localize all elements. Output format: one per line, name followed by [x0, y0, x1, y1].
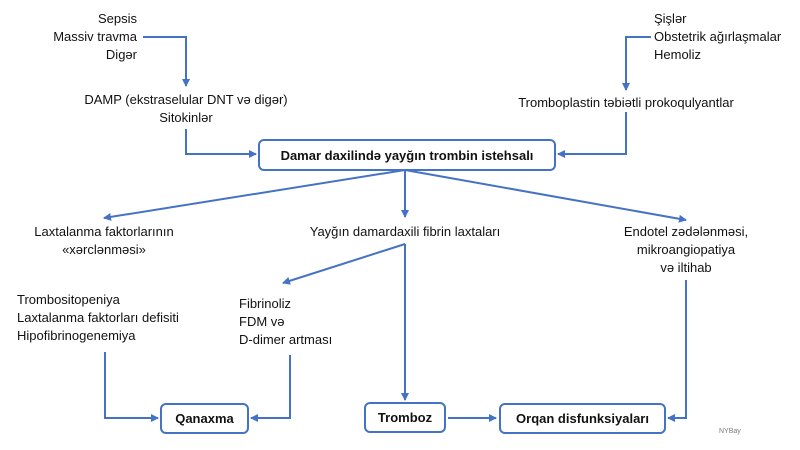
- cause-other: Digər: [105, 47, 137, 62]
- endothelial-line-3: və iltihab: [660, 260, 712, 275]
- consumption-line-1: Laxtalanma faktorlarının: [34, 224, 174, 239]
- effect-thrombocytopenia: Trombositopeniya: [17, 292, 120, 307]
- cause-obstetric: Obstetrik ağırlaşmalar: [654, 29, 782, 44]
- mediators: DAMP (ekstraselular DNT və digər) Sitoki…: [66, 91, 306, 127]
- fibrinolysis-line-3: D-dimer artması: [239, 332, 333, 347]
- fibrinolysis-line-2: FDM və: [239, 314, 285, 329]
- arrow-central-to-endothelial: [404, 169, 687, 223]
- effect-hypofibrinogenemia: Hipofibrinogenemiya: [17, 328, 136, 343]
- arrow-procoagulants-to-central: [557, 112, 627, 158]
- endothelial-line-1: Endotel zədələnməsi,: [623, 224, 749, 239]
- credit-label: NYBay: [719, 428, 741, 435]
- effect-factor-deficit: Laxtalanma faktorları defisiti: [17, 310, 179, 325]
- mediator-damp: DAMP (ekstraselular DNT və digər): [84, 92, 288, 107]
- arrow-effects-to-bleeding: [104, 352, 159, 422]
- endothelial-label: Endotel zədələnməsi, mikroangiopatiya və…: [596, 223, 776, 277]
- causes-left: Sepsis Massiv travma Digər: [53, 10, 137, 64]
- cause-massive-trauma: Massiv travma: [53, 29, 137, 44]
- endothelial-line-2: mikroangiopatiya: [636, 242, 736, 257]
- arrow-endothelial-to-organ: [667, 280, 687, 422]
- fibrinolysis-label: Fibrinoliz FDM və D-dimer artması: [239, 295, 332, 349]
- arrow-central-to-consumption: [103, 169, 406, 221]
- cause-sepsis: Sepsis: [97, 11, 137, 26]
- arrow-mediators-to-central: [185, 129, 257, 158]
- consumption-label: Laxtalanma faktorlarının «xərclənməsi»: [4, 223, 204, 259]
- arrow-causes-to-mediators: [143, 36, 190, 87]
- procoagulants-label: Tromboplastin təbiətli prokoqulyantlar: [518, 95, 734, 110]
- cause-tumors: Şişlər: [654, 11, 687, 26]
- cause-hemolysis: Hemoliz: [654, 47, 701, 62]
- consumption-line-2: «xərclənməsi»: [62, 242, 146, 257]
- bleeding-box: Qanaxma: [160, 403, 249, 434]
- organ-dysfunction-box: Orqan disfunksiyaları: [499, 403, 666, 434]
- central-node-box: Damar daxilində yayğın trombin istehsalı: [258, 139, 556, 171]
- fibrinolysis-line-1: Fibrinoliz: [239, 296, 292, 311]
- arrow-right-causes-to-procoagulants: [622, 36, 651, 91]
- arrow-fibrinolysis-to-bleeding: [250, 355, 291, 422]
- consumption-effects: Trombositopeniya Laxtalanma faktorları d…: [17, 291, 179, 345]
- arrow-fibrin-to-fibrinolysis: [282, 243, 406, 285]
- mediator-cytokines: Sitokinlər: [159, 110, 213, 125]
- thrombosis-box: Tromboz: [364, 402, 446, 433]
- causes-right: Şişlər Obstetrik ağırlaşmalar Hemoliz: [654, 10, 781, 64]
- fibrin-clots-label: Yayğın damardaxili fibrin laxtaları: [309, 224, 501, 239]
